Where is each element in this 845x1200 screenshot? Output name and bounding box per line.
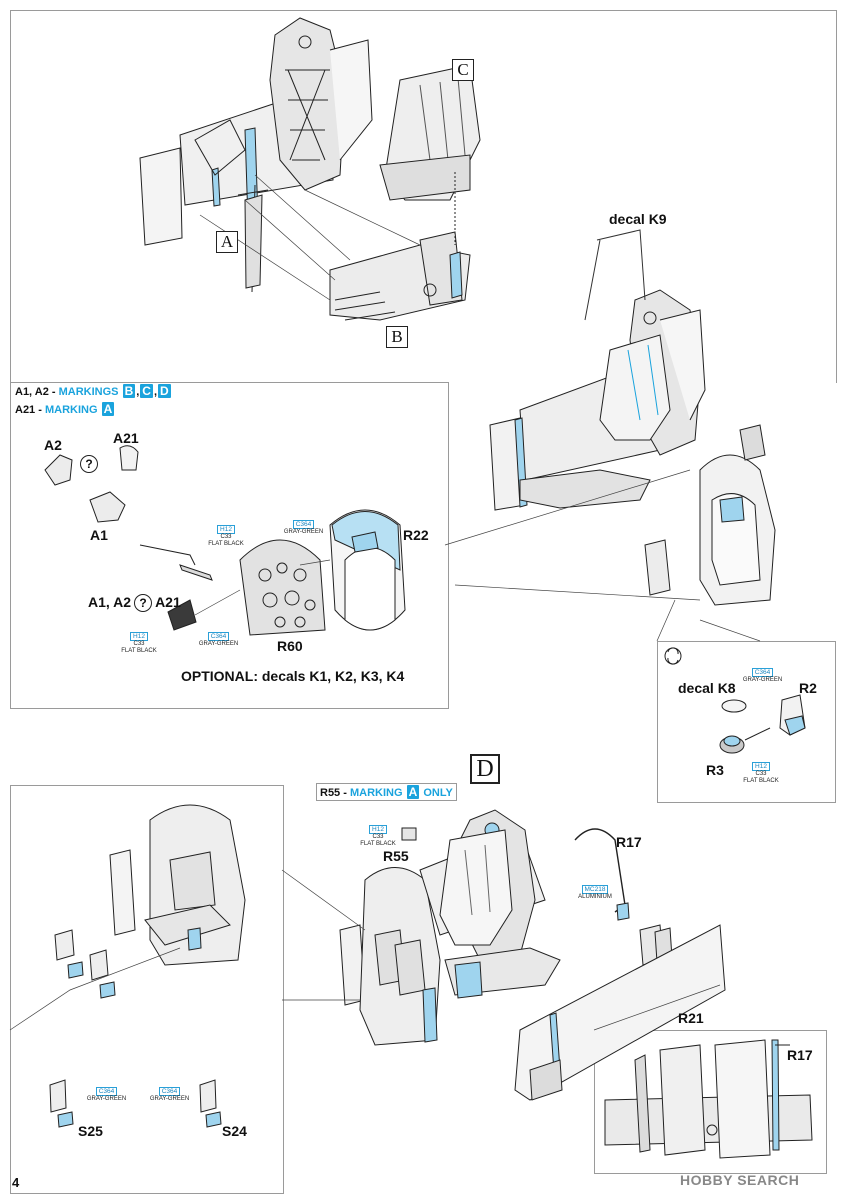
paint-h12-r55: H12 C33 FLAT BLACK (357, 825, 399, 848)
paint-name-aluminium: ALUMINIUM (578, 894, 612, 900)
label-a2: A2 (44, 437, 62, 453)
paint-name-flat-black: FLAT BLACK (208, 541, 244, 547)
paint-c364-mid: C364 GRAY-GREEN (196, 632, 241, 648)
paint-h12-mid: H12 C33 FLAT BLACK (117, 632, 161, 655)
label-a21-top: A21 (113, 430, 139, 446)
paint-code-h12-r55: H12 (369, 825, 387, 834)
step-box-d: D (470, 754, 500, 784)
cockpit-frame-top (139, 17, 373, 293)
markings-line1-prefix: A1, A2 - (15, 386, 59, 398)
markings-line2-prefix: A21 - (15, 404, 45, 416)
label-a21-mid: A21 (155, 594, 181, 610)
floor-assembly-top (329, 231, 471, 321)
paint-code-c33-mid: C33 (133, 641, 145, 647)
r55-marking-header: R55 - MARKING A ONLY (316, 783, 457, 801)
markings-header-line1: A1, A2 - MARKINGS B,C,D (12, 383, 175, 399)
paint-name-flat-black-r55: FLAT BLACK (360, 841, 396, 847)
paint-name-gray-green-s25: GRAY-GREEN (86, 1096, 127, 1102)
paint-code-c33-r3: C33 (755, 771, 767, 777)
question-mark-icon: ? (80, 455, 98, 473)
label-decal-k9: decal K9 (609, 211, 667, 227)
paint-mc218: MC218 ALUMINIUM (570, 885, 620, 901)
paint-name-gray-green: GRAY-GREEN (283, 529, 324, 535)
label-r17-inset: R17 (787, 1047, 813, 1063)
question-mark-icon-2: ? (134, 594, 153, 612)
paint-h12-top: H12 C33 FLAT BLACK (206, 525, 246, 548)
main-assembly-bottom (339, 809, 726, 1101)
step-box-a: A (216, 231, 238, 253)
watermark-logo: HOBBY SEARCH (680, 1172, 800, 1188)
label-decal-k8: decal K8 (678, 680, 736, 696)
r17-inset-frame (594, 1030, 827, 1174)
label-a1: A1 (90, 527, 108, 543)
marking-badge-c: C (140, 384, 153, 398)
paint-c364-r2: C364 GRAY-GREEN (740, 668, 785, 684)
paint-code-c33: C33 (220, 534, 232, 540)
assembled-cockpit-right (489, 229, 706, 511)
r2-r3-panel-frame (657, 641, 836, 803)
paint-code-c364-s25: C364 (95, 1087, 118, 1096)
r55-header-prefix: R55 - (320, 787, 350, 799)
seat-c-top (379, 64, 481, 245)
label-s25: S25 (78, 1123, 103, 1139)
marking-badge-b: B (122, 384, 136, 398)
seat-exploded-inset-frame (10, 785, 284, 1194)
marking-badge-d: D (158, 384, 171, 398)
a1-a2-parts (44, 445, 196, 566)
paint-c364-s25: C364 GRAY-GREEN (84, 1087, 129, 1103)
paint-name-gray-green-mid: GRAY-GREEN (198, 641, 239, 647)
label-a1-a2: A1, A2 (88, 594, 132, 610)
paint-code-c364-mid: C364 (207, 632, 230, 641)
label-r3: R3 (706, 762, 724, 778)
label-s24: S24 (222, 1123, 247, 1139)
paint-name-flat-black-r3: FLAT BLACK (743, 778, 779, 784)
r55-header-suffix: ONLY (423, 787, 453, 799)
paint-code-h12-mid: H12 (130, 632, 148, 641)
label-a1-a2-a21: A1, A2?A21 (88, 594, 181, 612)
paint-name-gray-green-r2: GRAY-GREEN (742, 677, 783, 683)
optional-decals-note: OPTIONAL: decals K1, K2, K3, K4 (181, 668, 405, 684)
page-number: 4 (12, 1175, 20, 1190)
paint-code-c364-s24: C364 (158, 1087, 181, 1096)
paint-code-h12: H12 (217, 525, 235, 534)
rear-panel-r22 (329, 509, 406, 631)
label-r2: R2 (799, 680, 817, 696)
step-box-c: C (452, 59, 474, 81)
paint-code-c364: C364 (292, 520, 315, 529)
paint-code-h12-r3: H12 (752, 762, 770, 771)
r17-detail-inset (604, 1039, 813, 1159)
r55-marking-badge-a: A (406, 785, 420, 799)
paint-name-gray-green-s24: GRAY-GREEN (149, 1096, 190, 1102)
paint-code-c364-r2: C364 (751, 668, 774, 677)
markings-header-line2: A21 - MARKING A (12, 401, 119, 417)
paint-c364-s24: C364 GRAY-GREEN (147, 1087, 192, 1103)
marking-badge-a: A (101, 402, 115, 416)
label-r55: R55 (383, 848, 409, 864)
paint-code-c33-r55: C33 (372, 834, 384, 840)
label-r21: R21 (678, 1010, 704, 1026)
r55-header-word: MARKING (349, 787, 403, 799)
markings-line1-word: MARKINGS (58, 386, 119, 398)
r2-r3-parts (719, 694, 806, 754)
label-r60: R60 (277, 638, 303, 654)
seat-exploded-inset (9, 804, 246, 1128)
paint-code-mc218: MC218 (581, 885, 609, 894)
markings-panel-frame (10, 382, 449, 709)
rear-bulkhead-right (644, 424, 776, 606)
step-box-b: B (386, 326, 408, 348)
label-r22: R22 (403, 527, 429, 543)
label-r17-top: R17 (616, 834, 642, 850)
paint-h12-r3: H12 C33 FLAT BLACK (740, 762, 782, 785)
top-panel-frame (10, 10, 837, 383)
instrument-panel-r60 (167, 539, 326, 636)
paint-name-flat-black-mid: FLAT BLACK (121, 648, 157, 654)
markings-line2-word: MARKING (44, 404, 98, 416)
paint-c364-top: C364 GRAY-GREEN (281, 520, 326, 536)
rotate-icon (664, 647, 682, 665)
